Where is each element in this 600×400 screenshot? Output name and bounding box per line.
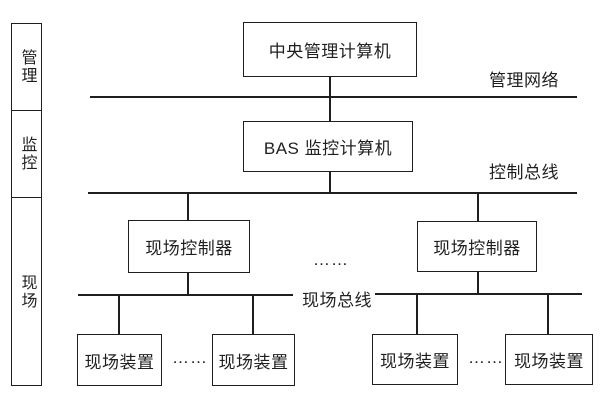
management-network-label: 管理网络 [489,71,559,90]
connector-left-controller-to-field-bus [187,273,189,295]
control-bus-label: 控制总线 [489,163,559,182]
field-device-4-box: 现场装置 [505,334,593,385]
connector-field-bus-to-device-2 [252,296,254,334]
connector-management-bus-to-bas [329,98,331,121]
field-controller-left-label: 现场控制器 [145,239,233,258]
connector-bas-to-control-bus [329,172,331,192]
field-bus-right-line [375,293,582,295]
connector-right-controller-to-field-bus [477,272,479,294]
ellipsis-between-devices-right: …… [468,348,504,367]
field-controller-left-box: 现场控制器 [128,220,250,273]
central-management-computer-box: 中央管理计算机 [243,22,417,77]
layer-box-monitoring: 监控 [11,109,42,199]
field-controller-right-box: 现场控制器 [417,221,537,272]
connector-control-bus-to-right-controller [477,194,479,221]
field-device-1-box: 现场装置 [77,334,162,386]
connector-field-bus-to-device-3 [416,295,418,334]
field-bus-left-line [78,294,293,296]
layer-box-management: 管理 [11,23,42,111]
connector-central-to-management-bus [329,77,331,97]
connector-field-bus-to-device-1 [118,296,120,334]
connector-control-bus-to-left-controller [187,194,189,220]
field-controller-right-label: 现场控制器 [433,239,521,258]
field-device-3-label: 现场装置 [380,352,450,371]
layer-box-field: 现场 [11,197,42,386]
layer-label-monitoring: 监控 [18,136,36,172]
bas-monitoring-computer-box: BAS 监控计算机 [243,121,413,172]
bas-monitoring-computer-label: BAS 监控计算机 [263,139,393,158]
field-device-1-label: 现场装置 [84,352,155,372]
field-device-3-box: 现场装置 [372,334,458,385]
layer-label-management: 管理 [18,49,36,85]
ellipsis-between-controllers: …… [313,250,349,269]
management-network-line [90,96,577,98]
field-device-2-box: 现场装置 [212,334,295,386]
control-bus-line [88,192,577,194]
central-management-computer-label: 中央管理计算机 [268,42,392,61]
ellipsis-between-devices-left: …… [172,348,208,367]
field-bus-label: 现场总线 [302,291,372,310]
connector-field-bus-to-device-4 [547,295,549,334]
field-device-4-label: 现场装置 [514,352,584,371]
layer-label-field: 现场 [18,273,36,310]
field-device-2-label: 现场装置 [218,352,289,372]
